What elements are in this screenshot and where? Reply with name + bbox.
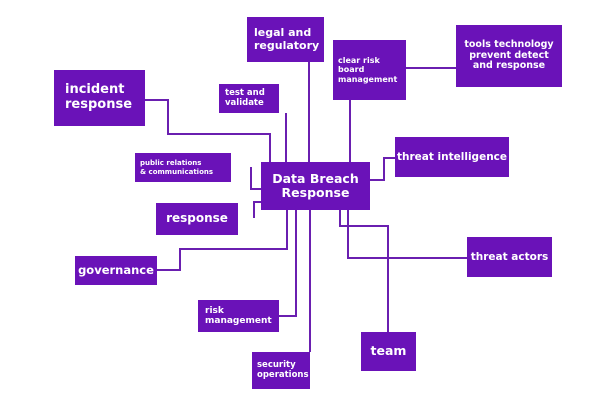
threat-actors-node: threat actors [467, 237, 552, 277]
security-operations-node: security operations [252, 352, 310, 389]
node-label: governance [78, 262, 154, 277]
node-label: management [205, 316, 272, 326]
node-label: management [338, 74, 398, 84]
node-label: public relations [140, 159, 202, 168]
node-label: board [338, 65, 365, 75]
public-relations-node: public relations & communications [135, 153, 231, 182]
connector-risk-management [279, 210, 297, 317]
team-node: team [361, 332, 416, 371]
test-and-validate-node: test and validate [219, 84, 279, 113]
node-label: and response [472, 60, 546, 72]
connector-public-relations [250, 167, 261, 190]
governance-node: governance [75, 256, 157, 285]
node-label: clear risk [338, 56, 380, 66]
node-label: test and [225, 87, 265, 98]
incident-response-node: incident response [54, 70, 145, 126]
node-label: security [257, 359, 296, 370]
node-label: operations [257, 369, 309, 380]
connector-response [253, 201, 261, 218]
risk-management-node: risk management [198, 300, 279, 332]
legal-and-regulatory-node: legal and regulatory [247, 17, 324, 62]
node-label: incident [65, 82, 125, 98]
response-node: response [156, 203, 238, 235]
node-label: Data Breach [272, 170, 359, 186]
node-label: legal and [254, 25, 312, 39]
node-label: tools technology [464, 38, 554, 50]
connector-threat-intelligence [370, 157, 395, 181]
node-label: threat intelligence [396, 150, 508, 163]
threat-intelligence-node: threat intelligence [395, 137, 509, 177]
node-label: validate [225, 97, 264, 108]
node-label: & communications [140, 167, 214, 176]
node-label: response [166, 211, 228, 226]
node-label: regulatory [254, 38, 320, 52]
clear-risk-board-management-node: clear risk board management [333, 40, 406, 100]
connector-team [339, 210, 389, 332]
connector-threat-actors [347, 210, 467, 259]
connector-governance [157, 210, 288, 271]
data-breach-response-node: Data Breach Response [261, 162, 370, 210]
node-label: risk [205, 305, 224, 316]
connector-incident [145, 99, 271, 162]
node-label: Response [281, 185, 350, 200]
node-label: threat actors [470, 250, 549, 263]
node-label: prevent detect [469, 49, 549, 61]
node-label: response [65, 97, 133, 112]
tools-technology-node: tools technology prevent detect and resp… [456, 25, 562, 87]
node-label: team [370, 343, 407, 359]
